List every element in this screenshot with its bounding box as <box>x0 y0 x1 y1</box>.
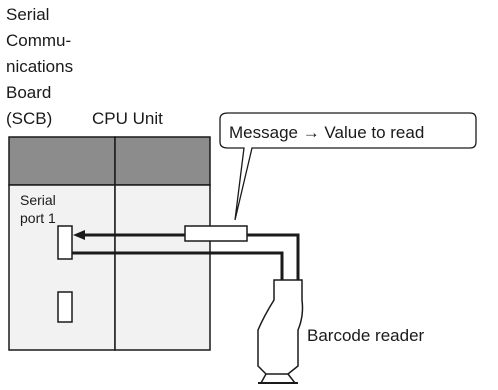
barcode-reader-window-right <box>287 373 296 384</box>
serial-port-label-line-2: port 1 <box>20 210 56 226</box>
barcode-reader-label: Barcode reader <box>307 326 425 345</box>
message-callout-text: Message → Value to read <box>229 123 424 142</box>
serial-port-label-line-1: Serial <box>20 192 56 208</box>
barcode-reader-body <box>257 279 304 375</box>
cable-line-inner <box>72 251 284 280</box>
message-block <box>184 225 248 242</box>
cpu-unit-label: CPU Unit <box>92 109 163 128</box>
message-callout-bubble <box>219 112 477 221</box>
scb-label-line-2: Commu- <box>6 31 71 50</box>
cable-line-outer <box>80 233 300 280</box>
scb-label-line-3: nications <box>6 57 73 76</box>
cpu-unit-body <box>114 184 211 351</box>
serial-port-1-connector <box>57 225 73 260</box>
scb-label-line-4: Board <box>6 83 51 102</box>
barcode-reader-window-left <box>260 373 267 384</box>
data-flow-arrowhead <box>73 230 85 240</box>
scb-header-block <box>8 136 116 186</box>
cpu-header-block <box>114 136 211 186</box>
scb-label-line-5: (SCB) <box>6 109 52 128</box>
scb-label-line-1: Serial <box>6 5 49 24</box>
serial-port-2-connector <box>57 291 73 323</box>
